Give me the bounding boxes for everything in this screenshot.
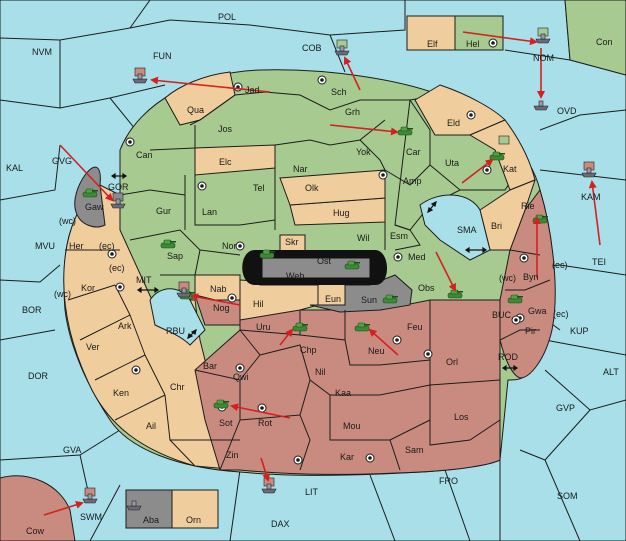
province-orn[interactable] [171, 489, 219, 529]
fleet-units [82, 27, 597, 511]
adjacency-markers [110, 172, 519, 372]
tunnel-inner [261, 257, 371, 279]
region-bottom-arc [194, 299, 501, 475]
province-elf[interactable] [406, 15, 456, 51]
province-con[interactable] [564, 0, 626, 76]
sea-sma[interactable] [419, 194, 491, 261]
move-arrows [43, 31, 601, 516]
province-cow[interactable] [0, 475, 76, 541]
sea-rbu[interactable] [149, 288, 206, 346]
